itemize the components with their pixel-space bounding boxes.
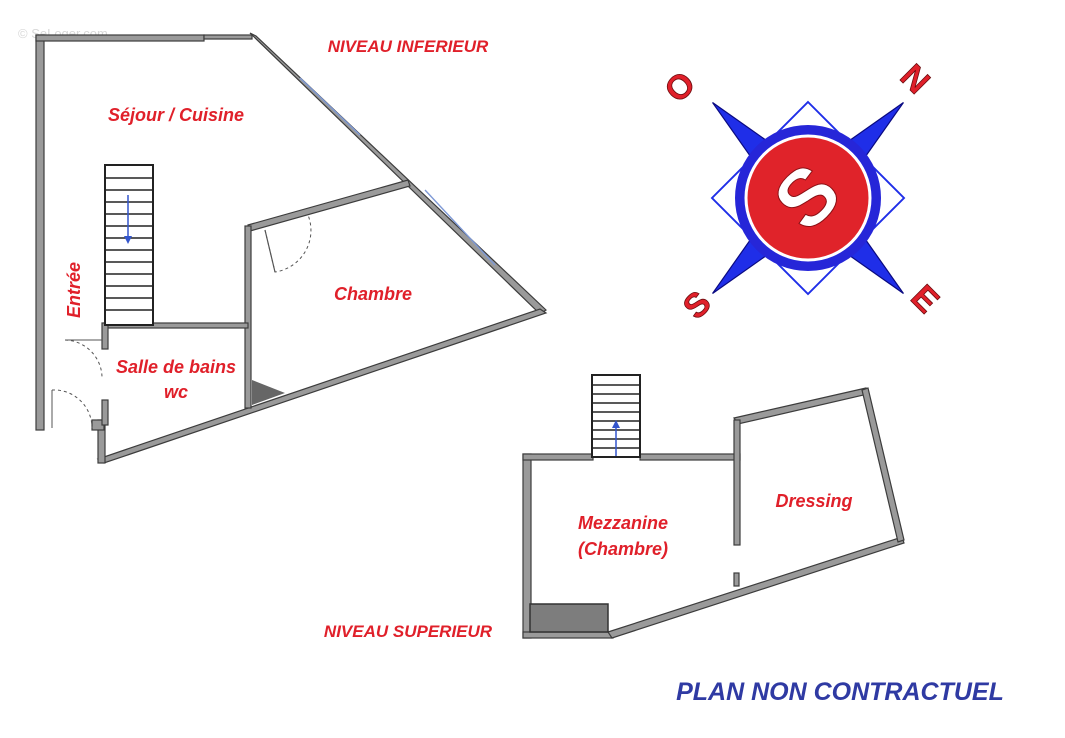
stairs-down-arrow-icon [124,236,132,244]
compass-disc [744,134,872,262]
wall-mezz-south [522,631,614,639]
window-2 [424,189,496,266]
compass-rose-icon: S [710,100,906,296]
wall-north [35,34,205,42]
compass-south-label: S [676,284,719,327]
level-inferieur-label: NIVEAU INFERIEUR [328,37,489,56]
room-dressing: Dressing [775,491,852,511]
upper-level-plan: Mezzanine (Chambre) Dressing NIVEAU SUPE… [324,374,905,641]
wall-dressing-north [733,387,869,425]
lower-doors [51,214,312,429]
compass-north-label: N [893,57,937,101]
stairs-up-arrow-icon [612,420,620,428]
upper-walls [522,387,905,639]
wall-dressing-east [861,387,905,543]
wall-mezz-north-right [639,453,741,461]
disclaimer-text: PLAN NON CONTRACTUEL [676,678,1004,706]
room-sejour-cuisine: Séjour / Cuisine [108,105,244,125]
wall-dressing-west [733,419,741,546]
wall-upper-south [607,536,905,639]
wall-chambre-west [244,225,252,409]
door-chambre [264,214,312,273]
wall-north-window [203,34,253,40]
lower-level-plan: Séjour / Cuisine Chambre Salle de bains … [35,32,548,464]
room-entree: Entrée [64,262,84,318]
compass-east-label: E [903,278,946,321]
wall-dressing-stub [733,572,740,587]
wall-bains-west-bottom [101,399,109,426]
wall-mezz-north-left [522,453,594,461]
wall-bains-west-top [101,322,109,350]
room-chambre: Chambre [334,284,412,304]
wall-west [35,34,45,431]
room-mezzanine: Mezzanine [578,513,668,533]
upper-storage-hatch [529,603,609,633]
room-salle-de-bains: Salle de bains [116,357,236,377]
compass-west-label: O [657,64,703,110]
stairs-lower [104,164,154,326]
wall-chambre-north [247,179,411,232]
room-mezzanine-chambre: (Chambre) [578,539,668,559]
door-bains [64,339,103,378]
wall-diagonal [249,32,547,315]
closet-hatch [252,380,285,405]
door-entree [51,389,93,429]
stairs-upper [591,374,641,458]
level-superieur-label: NIVEAU SUPERIEUR [324,622,493,641]
window-1 [299,77,361,136]
lower-interior-walls [101,179,411,426]
lower-outer-walls [35,32,548,464]
room-wc: wc [164,382,188,402]
